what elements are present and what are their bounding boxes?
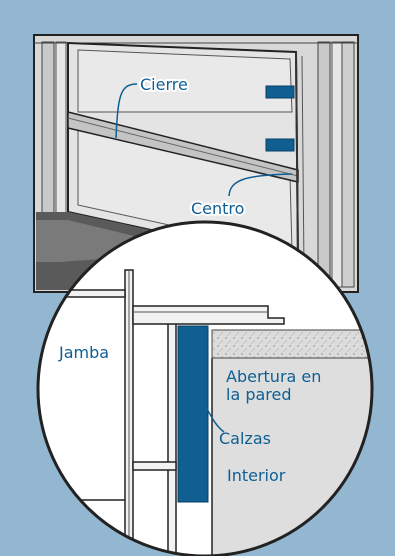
label-calzas: Calzas [219,429,271,448]
detail-circle [36,220,374,556]
label-interior: Interior [227,466,286,485]
centro-leader [228,173,293,197]
wall-surface [211,329,372,359]
cierre-leader [115,83,138,139]
shim-calzas [177,325,209,503]
label-abertura-line1: Abertura en [226,367,321,386]
calzas-leader [205,406,225,433]
shim-middle [265,138,295,152]
label-abertura-line2: la pared [226,385,292,404]
label-cierre: Cierre [140,75,188,94]
label-centro: Centro [191,199,244,218]
label-jamba: Jamba [58,343,109,362]
shim-upper [265,85,295,99]
